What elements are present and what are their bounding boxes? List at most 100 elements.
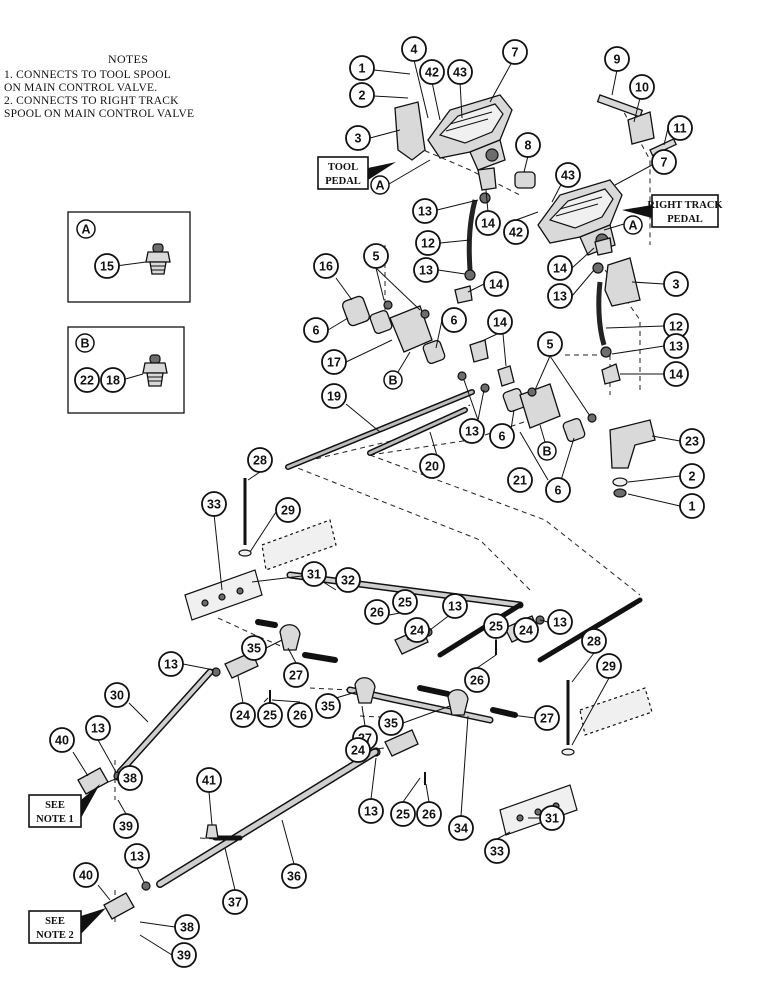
- svg-text:A: A: [81, 223, 90, 237]
- svg-text:25: 25: [489, 620, 503, 634]
- callout-26: 26: [464, 667, 490, 693]
- grease-fitting-18: [142, 354, 168, 387]
- svg-text:33: 33: [207, 498, 221, 512]
- view-marker-a-right: A: [603, 215, 643, 235]
- svg-text:20: 20: [425, 460, 439, 474]
- svg-text:39: 39: [119, 820, 133, 834]
- svg-text:42: 42: [425, 66, 439, 80]
- callout-14: 14: [483, 271, 509, 297]
- svg-text:17: 17: [327, 356, 341, 370]
- callout-14: 14: [547, 255, 573, 281]
- svg-text:35: 35: [384, 717, 398, 731]
- pedal-bracket-left: [394, 101, 426, 161]
- svg-text:21: 21: [513, 474, 527, 488]
- callout-22: 22: [74, 367, 100, 393]
- callout-35: 35: [378, 710, 404, 736]
- callout-7: 7: [651, 149, 677, 175]
- svg-text:6: 6: [313, 324, 320, 338]
- svg-text:27: 27: [289, 669, 303, 683]
- svg-text:24: 24: [351, 744, 365, 758]
- pedal-bracket-right: [604, 257, 641, 307]
- svg-text:26: 26: [370, 606, 384, 620]
- callout-26: 26: [416, 801, 442, 827]
- svg-text:24: 24: [410, 624, 424, 638]
- svg-text:TOOL: TOOL: [328, 162, 358, 173]
- callout-7: 7: [502, 39, 528, 65]
- svg-text:6: 6: [451, 314, 458, 328]
- tool-pedal-part: [427, 94, 513, 171]
- callout-25: 25: [390, 801, 416, 827]
- callout-13: 13: [158, 651, 184, 677]
- svg-text:3: 3: [355, 132, 362, 146]
- svg-text:4: 4: [411, 43, 418, 57]
- svg-text:24: 24: [236, 709, 250, 723]
- callout-14: 14: [663, 361, 689, 387]
- callout-8: 8: [515, 132, 541, 158]
- callout-13: 13: [547, 283, 573, 309]
- callout-13: 13: [547, 609, 573, 635]
- callout-9: 9: [604, 46, 630, 72]
- svg-text:34: 34: [454, 822, 468, 836]
- svg-text:7: 7: [512, 46, 519, 60]
- svg-text:2: 2: [689, 470, 696, 484]
- svg-text:33: 33: [490, 845, 504, 859]
- svg-text:18: 18: [106, 374, 120, 388]
- callout-43: 43: [447, 59, 473, 85]
- svg-text:13: 13: [553, 616, 567, 630]
- svg-text:38: 38: [180, 921, 194, 935]
- callout-6: 6: [545, 477, 571, 503]
- svg-text:26: 26: [293, 709, 307, 723]
- svg-text:1: 1: [359, 62, 366, 76]
- callout-40: 40: [49, 727, 75, 753]
- svg-text:8: 8: [525, 139, 532, 153]
- svg-text:15: 15: [100, 260, 114, 274]
- callout-28: 28: [247, 447, 273, 473]
- callout-2: 2: [679, 463, 705, 489]
- callout-5: 5: [363, 243, 389, 269]
- callout-13: 13: [85, 715, 111, 741]
- callout-leaders: [72, 59, 681, 956]
- callout-4: 4: [401, 36, 427, 62]
- callout-26: 26: [364, 599, 390, 625]
- callout-39: 39: [113, 813, 139, 839]
- callout-39: 39: [171, 942, 197, 968]
- svg-text:B: B: [388, 374, 397, 388]
- svg-text:10: 10: [635, 81, 649, 95]
- callout-38: 38: [174, 914, 200, 940]
- callout-40: 40: [73, 862, 99, 888]
- svg-text:13: 13: [364, 805, 378, 819]
- svg-text:26: 26: [470, 674, 484, 688]
- callout-14: 14: [487, 309, 513, 335]
- svg-text:SEE: SEE: [45, 916, 65, 927]
- callout-36: 36: [281, 863, 307, 889]
- svg-text:14: 14: [553, 262, 567, 276]
- callout-5: 5: [537, 331, 563, 357]
- svg-text:13: 13: [465, 425, 479, 439]
- callout-29: 29: [275, 497, 301, 523]
- callout-24: 24: [230, 702, 256, 728]
- view-marker-b-left: B: [383, 351, 411, 390]
- svg-text:29: 29: [281, 504, 295, 518]
- view-marker-a-tool: A: [370, 159, 431, 195]
- callout-31: 31: [539, 805, 565, 831]
- svg-text:28: 28: [587, 635, 601, 649]
- callout-19: 19: [321, 383, 347, 409]
- callout-21: 21: [507, 467, 533, 493]
- view-markers: A A B B: [370, 159, 643, 461]
- svg-text:A: A: [375, 179, 384, 193]
- svg-text:B: B: [80, 337, 89, 351]
- callout-23: 23: [679, 428, 705, 454]
- svg-text:13: 13: [91, 722, 105, 736]
- svg-text:1: 1: [689, 500, 696, 514]
- svg-text:24: 24: [519, 624, 533, 638]
- svg-text:NOTE 2: NOTE 2: [36, 930, 74, 941]
- callout-34: 34: [448, 815, 474, 841]
- svg-text:13: 13: [448, 600, 462, 614]
- callouts: 1 2 3 4 42 43 7 9 10 11 8 7 43 42 13 14 …: [49, 36, 705, 968]
- svg-text:13: 13: [669, 340, 683, 354]
- svg-text:26: 26: [422, 808, 436, 822]
- see-note-2-label: SEE NOTE 2: [28, 908, 106, 944]
- callout-30: 30: [104, 682, 130, 708]
- svg-text:25: 25: [263, 709, 277, 723]
- svg-text:36: 36: [287, 870, 301, 884]
